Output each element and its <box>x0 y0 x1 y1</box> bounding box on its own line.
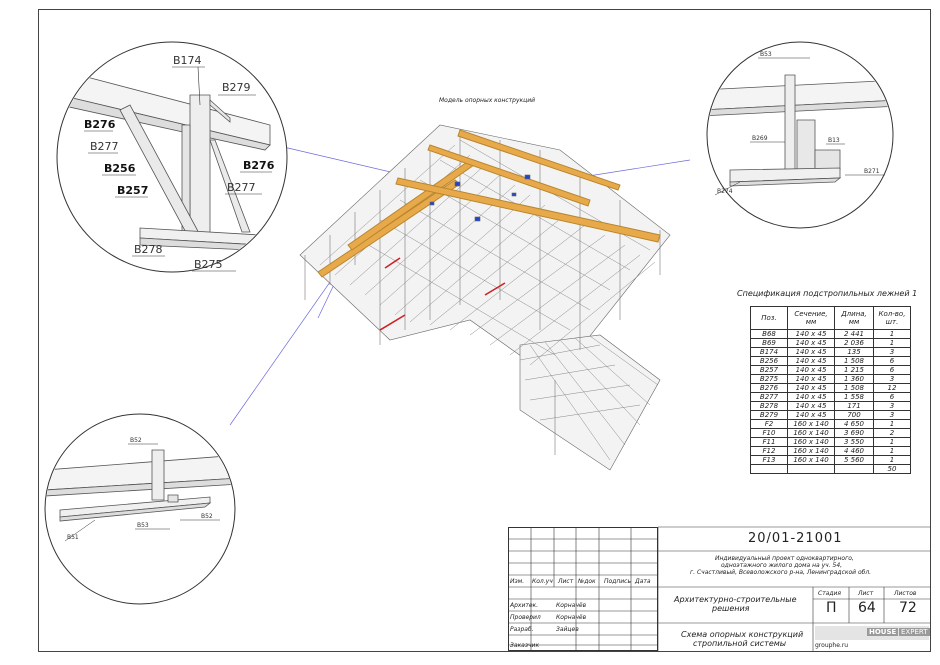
spec-cell: 50 <box>873 464 911 474</box>
role-checker: Проверил <box>510 614 541 621</box>
name-architect: Корначёв <box>556 602 587 609</box>
label-b269: B269 <box>752 135 768 142</box>
project-line-3: г. Счастливый, Всеволожского р-на, Ленин… <box>690 569 872 576</box>
sheet-name-1: Схема опорных конструкций <box>681 630 804 639</box>
detail-circle-2 <box>706 41 894 229</box>
logo-text-house: HOUSE <box>867 628 899 636</box>
title-block-grid <box>508 527 658 651</box>
sheet-value: 64 <box>858 600 876 616</box>
col-docnum: №док <box>578 578 596 585</box>
label-b277-b: B277 <box>227 181 256 194</box>
detail2-labels: B53 B269 B13 B274 B271 <box>714 51 885 196</box>
detail3-labels: B52 B53 B52 B51 <box>64 437 220 542</box>
section-name-2: решения <box>712 604 750 613</box>
detail1-labels: B174 B279 B276 B277 B256 B276 B257 B277 … <box>84 54 275 272</box>
col-sheet: Лист <box>558 578 574 585</box>
col-date: Дата <box>635 578 651 585</box>
col-change: Изм. <box>510 578 525 585</box>
label-b52-b: B52 <box>201 513 213 520</box>
label-b274: B274 <box>717 188 733 195</box>
company-website: grouphe.ru <box>815 642 849 649</box>
label-b278: B278 <box>134 243 163 256</box>
project-line-2: одноэтажного жилого дома на уч. 54, <box>721 562 843 569</box>
frame-model <box>299 124 671 471</box>
sheet-name-2: стропильной системы <box>693 639 787 648</box>
label-b271: B271 <box>864 168 880 175</box>
detail-circle-3 <box>44 413 236 605</box>
label-b256: B256 <box>104 162 136 175</box>
label-b51: B51 <box>67 534 79 541</box>
spec-title: Спецификация подстропильных лежней 1 <box>737 289 918 298</box>
role-architect: Архитек. <box>510 602 539 609</box>
role-developer: Разраб. <box>510 626 534 633</box>
label-b279: B279 <box>222 81 251 94</box>
sheet-label: Лист <box>858 590 874 597</box>
spec-header-qty: Кол-во, шт. <box>873 306 911 330</box>
label-b13: B13 <box>828 137 840 144</box>
spec-header-section: Сечение, мм <box>787 306 835 330</box>
col-qty: Кол.уч <box>532 578 553 585</box>
name-checker: Корначёв <box>556 614 587 621</box>
drawing-frame <box>38 9 931 652</box>
doc-number: 20/01-21001 <box>748 531 843 546</box>
col-signature: Подпись <box>604 578 631 585</box>
stage-value: П <box>826 600 837 616</box>
label-b257: B257 <box>117 184 148 197</box>
label-b275: B275 <box>194 258 223 271</box>
spec-table: Поз. Сечение, мм Длина, мм Кол-во, шт. B… <box>750 306 911 474</box>
section-name-1: Архитектурно-строительные <box>674 595 797 604</box>
label-b276-a: B276 <box>84 118 116 131</box>
company-logo: HOUSE EXPERT <box>815 626 930 640</box>
detail-circle-1 <box>56 41 288 273</box>
label-b277-a: B277 <box>90 140 119 153</box>
model-title: Модель опорных конструкций <box>439 97 536 104</box>
logo-text-expert: EXPERT <box>899 628 930 636</box>
label-b276-b: B276 <box>243 159 275 172</box>
name-developer: Зайцев <box>556 626 579 633</box>
sheets-value: 72 <box>899 600 917 616</box>
role-customer: Заказчик <box>510 642 540 649</box>
spec-row: 50 <box>750 464 911 474</box>
label-b52-a: B52 <box>130 437 142 444</box>
stage-label: Стадия <box>818 590 842 597</box>
label-b174: B174 <box>173 54 202 67</box>
project-line-1: Индивидуальный проект однокваpтирного, <box>715 555 854 562</box>
spec-header-length: Длина, мм <box>834 306 874 330</box>
sheets-label: Листов <box>894 590 917 597</box>
label-b53: B53 <box>760 51 772 58</box>
label-b53: B53 <box>137 522 149 529</box>
